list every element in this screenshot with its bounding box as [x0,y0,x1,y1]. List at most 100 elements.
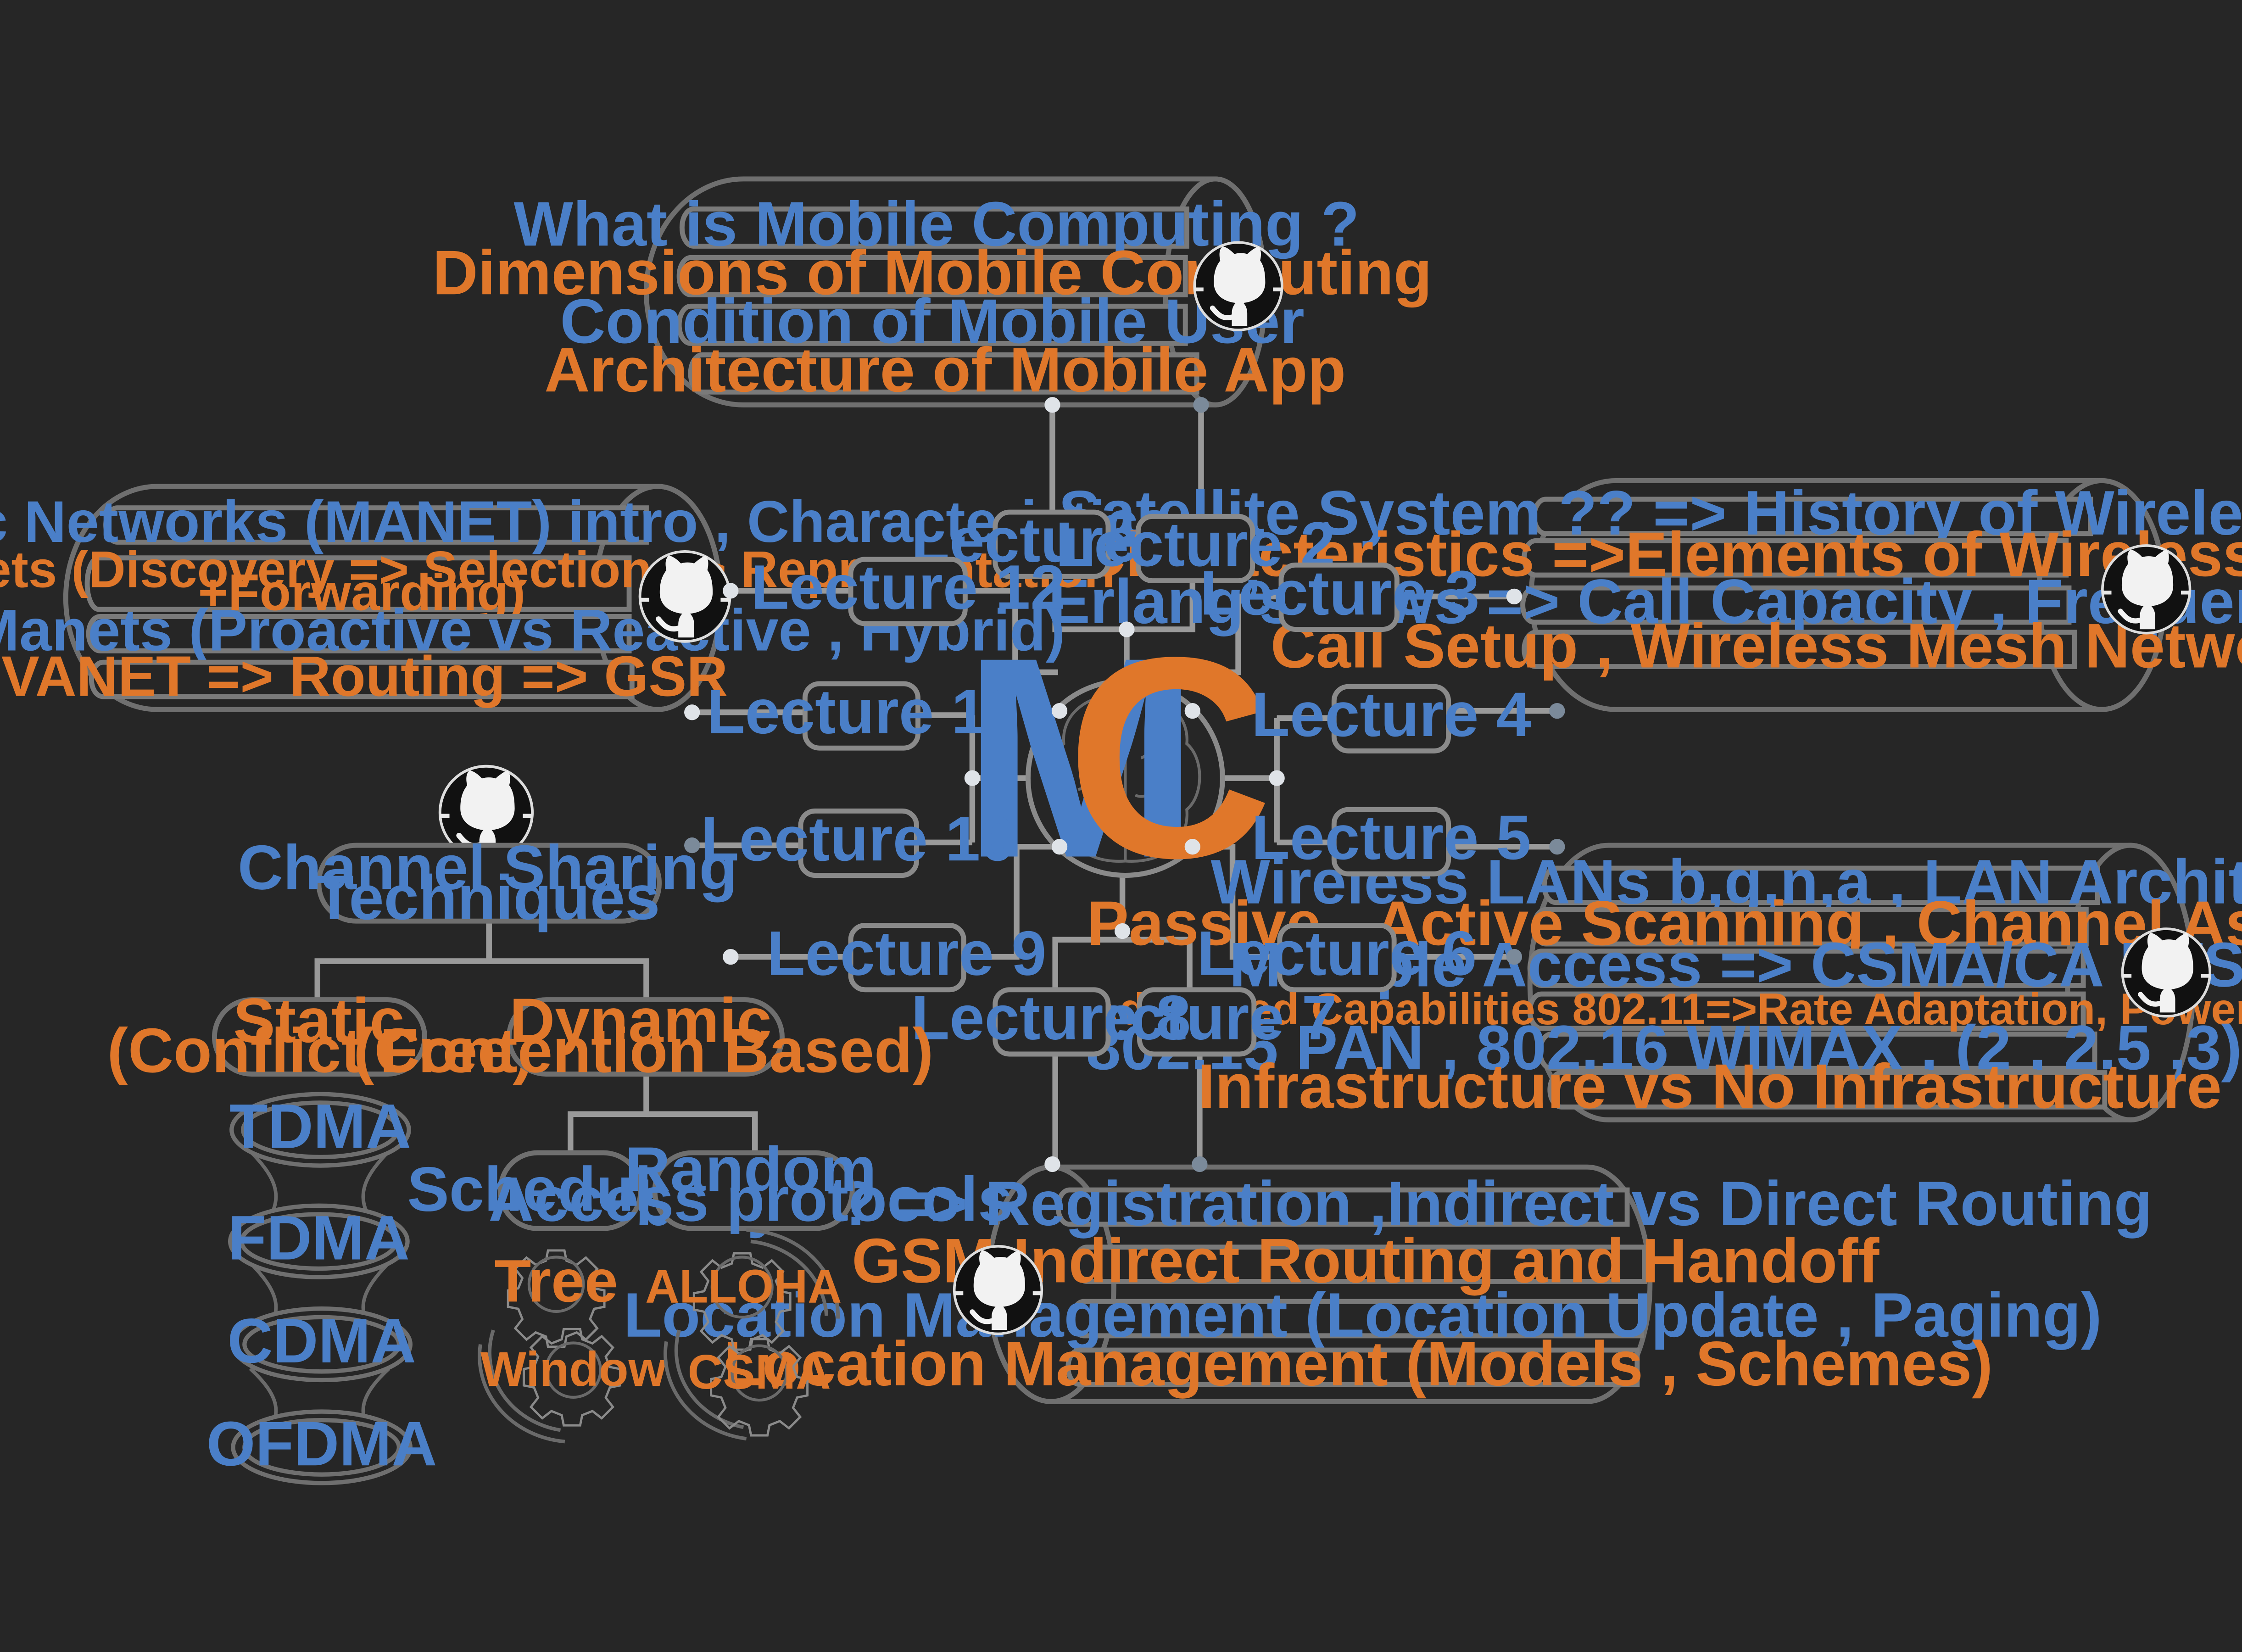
svg-text:OFDMA: OFDMA [206,1409,437,1479]
right-top-panel: Satellite System ?? => History of Wirele… [1048,478,2242,719]
connector-dot [1506,949,1523,965]
connector-dot [1193,397,1209,413]
svg-text:Window: Window [480,1342,667,1396]
connector-dot [1044,1156,1060,1172]
svg-text:Lecture 5: Lecture 5 [1251,803,1531,873]
bottom-item-3[interactable]: Location Management (Models , Schemes) [724,1329,1993,1399]
tree-node[interactable]: Tree [495,1247,618,1346]
github-octocat-icon[interactable] [2122,929,2210,1016]
lecture-3[interactable]: Lecture 3 [1200,558,1480,632]
connector-dot [723,949,739,965]
svg-text:Satellite System ?? => History: Satellite System ?? => History of Wirele… [1059,478,2242,548]
right-bottom-panel: Wireless LANs b,g,n,a , LAN Architecture… [1086,839,2242,1122]
dynamic-node[interactable]: Dynamic (Contention Based) [353,986,933,1086]
static-node[interactable]: Static (Conflict Free) [107,986,533,1086]
top-item-3[interactable]: Architecture of Mobile App [544,335,1346,405]
svg-text:Channel Sharing: Channel Sharing [238,832,737,903]
svg-text:+Forwarding): +Forwarding) [198,563,525,621]
lecture-6[interactable]: Lecture 6 [1197,918,1477,993]
lecture-12[interactable]: Lecture 12 [751,553,1065,626]
svg-text:CDMA: CDMA [228,1306,416,1376]
right-top-item-3[interactable]: Call Setup , Wireless Mesh Network [1271,611,2242,681]
center-letter-m: M [962,598,1200,917]
right-top-item-0[interactable]: Satellite System ?? => History of Wirele… [1059,478,2242,548]
svg-text:Dynamic: Dynamic [509,986,771,1056]
connector-lines [692,405,1557,1164]
svg-text:CSMA: CSMA [688,1345,831,1399]
svg-text:VANET => Routing => GSR: VANET => Routing => GSR [1,645,728,709]
window-node[interactable]: Window [478,1329,667,1444]
ofdma-node[interactable]: OFDMA [206,1409,437,1485]
right-bottom-item-1[interactable]: Passive - Active Scanning , Channel Asso… [1087,888,2242,959]
svg-text:Lecture 6: Lecture 6 [1197,918,1477,988]
svg-text:Tree: Tree [495,1247,618,1314]
lecture-10[interactable]: Lecture 10 [701,804,1015,878]
channel-sharing-tree: Channel Sharing Techniques Static (Confl… [107,766,1013,1485]
random-access-node[interactable]: Random Access protocols [489,1134,1013,1234]
svg-text:Infrastructure vs No Infrastru: Infrastructure vs No Infrastructure , CD… [1198,1051,2242,1122]
svg-text:Condition of Mobile User: Condition of Mobile User [560,286,1305,357]
svg-text:Location Management (Models ,: Location Management (Models , Schemes) [724,1329,1993,1399]
csma-node[interactable]: CSMA [664,1329,831,1441]
left-item-3[interactable]: VANET => Routing => GSR [1,645,728,709]
lecture-11[interactable]: Lecture 11 [707,677,1018,751]
connector-dot [684,704,700,720]
svg-text:Lecture 9: Lecture 9 [767,918,1047,988]
svg-text:Lecture 10: Lecture 10 [701,804,1015,874]
tdma-node[interactable]: TDMA [229,1092,411,1168]
svg-text:Call Setup , Wireless Mesh Net: Call Setup , Wireless Mesh Network [1271,611,2242,681]
connector-dot [723,583,739,599]
center-letter-c: C [1066,598,1273,917]
svg-text:No Infra-Adhoc Networks (MANET: No Infra-Adhoc Networks (MANET) intro , … [0,489,1171,555]
svg-text:Multiple Access => CSMA/CA RTS: Multiple Access => CSMA/CA RTS,CTS [1229,930,2242,1000]
right-top-item-1[interactable]: Characteristics =>Elements of Wireless N… [1080,519,2242,590]
static-chain [249,1150,390,1449]
connector-dot [1192,1156,1208,1172]
github-octocat-icon[interactable] [1194,242,1282,330]
alloha-node[interactable]: ALLOHA [645,1228,842,1350]
svg-text:TDMA: TDMA [229,1092,411,1162]
top-panel: What is Mobile Computing ? Dimensions of… [433,176,1432,413]
svg-text:Static: Static [233,986,404,1056]
right-bottom-item-3[interactable]: Advanced Capabilities 802.11=>Rate Adapt… [1087,985,2242,1034]
center-dots [964,621,1285,939]
connector-dot [684,837,700,854]
svg-text:Advanced Capabilities 802.11=>: Advanced Capabilities 802.11=>Rate Adapt… [1087,985,2242,1034]
left-panel: No Infra-Adhoc Networks (MANET) intro , … [0,484,1171,720]
svg-text:Lecture 11: Lecture 11 [707,677,1018,747]
svg-text:Architecture of Mobile App: Architecture of Mobile App [544,335,1346,405]
svg-text:Lecture 12: Lecture 12 [751,553,1065,623]
cdma-node[interactable]: CDMA [228,1306,416,1383]
right-bottom-item-2[interactable]: Multiple Access => CSMA/CA RTS,CTS [1229,930,2242,1000]
connector-dot [1549,839,1565,855]
svg-text:Lecture 3: Lecture 3 [1200,558,1480,628]
lecture-5[interactable]: Lecture 5 [1251,803,1531,876]
lecture-4[interactable]: Lecture 4 [1251,680,1531,753]
svg-text:Characteristics =>Elements of: Characteristics =>Elements of Wireless N… [1080,519,2242,590]
svg-text:ALLOHA: ALLOHA [645,1260,842,1312]
github-octocat-icon[interactable] [954,1246,1042,1334]
github-octocat-icon[interactable] [640,552,730,642]
fdma-node[interactable]: FDMA [228,1203,410,1279]
lecture-9[interactable]: Lecture 9 [767,918,1047,993]
lecture-2[interactable]: Lecture 2 [1055,509,1335,584]
left-item-0[interactable]: No Infra-Adhoc Networks (MANET) intro , … [0,489,1171,555]
center-node: M C [962,598,1273,917]
svg-text:Random: Random [625,1134,876,1205]
connector-dot [1506,588,1523,605]
svg-text:(Contention Based): (Contention Based) [353,1016,933,1086]
svg-text:Techniques: Techniques [315,863,660,933]
lecture-8[interactable]: Lecture 8 [911,983,1191,1057]
top-item-2[interactable]: Condition of Mobile User [560,286,1305,357]
connector-dot [1549,703,1565,719]
svg-text:Access protocols: Access protocols [489,1164,1013,1234]
right-bottom-item-5[interactable]: Infrastructure vs No Infrastructure , CD… [1198,1051,2242,1122]
brain-icon [1049,693,1201,863]
left-item-2[interactable]: Routing of Manets (Proactive vs Reactive… [0,598,1065,664]
channel-sharing-title[interactable]: Channel Sharing Techniques [238,832,737,932]
svg-text:FDMA: FDMA [228,1203,410,1273]
github-octocat-icon[interactable] [2103,546,2190,633]
right-top-item-2[interactable]: Erlang’s Laws => Call Capacity , Frequen… [1048,567,2242,637]
bottom-item-2[interactable]: Location Management (Location Update , P… [624,1280,2102,1351]
